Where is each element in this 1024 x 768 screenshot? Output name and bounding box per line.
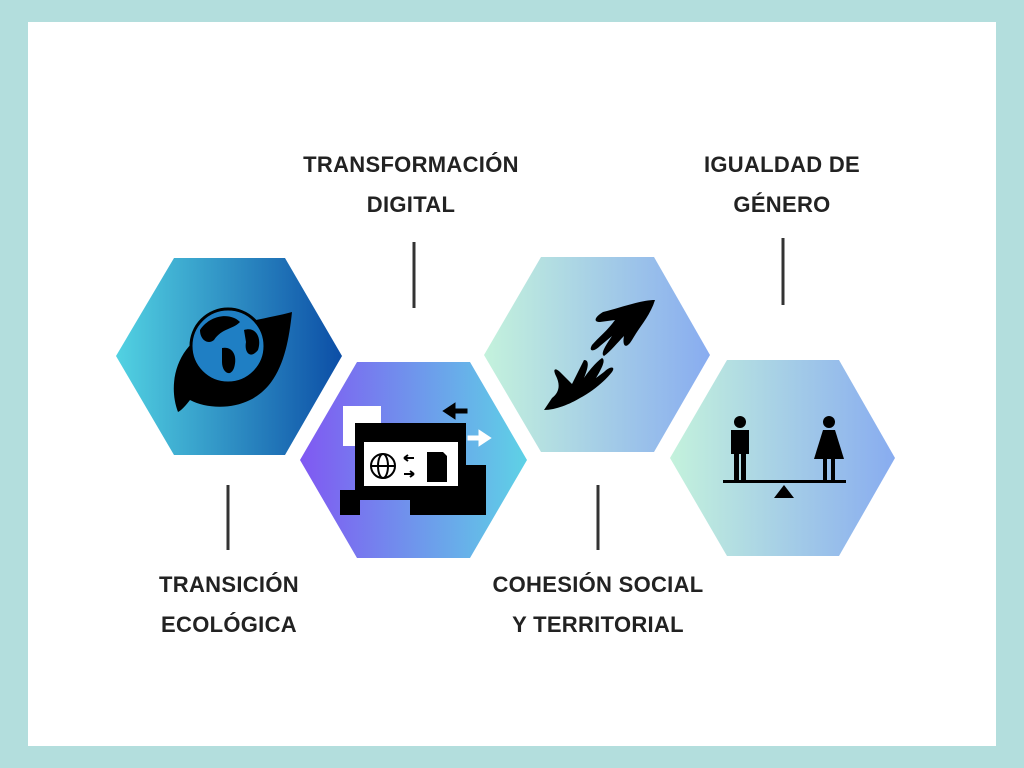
reaching-hands-icon — [544, 300, 655, 410]
label-transformacion-digital: TRANSFORMACIÓN DIGITAL — [261, 145, 561, 225]
label-line: DIGITAL — [366, 192, 456, 217]
label-line: TRANSICIÓN — [159, 572, 299, 597]
label-igualdad-genero: IGUALDAD DE GÉNERO — [632, 145, 932, 225]
hexagon-genero — [670, 360, 895, 556]
label-line: COHESIÓN SOCIAL — [492, 572, 704, 597]
digital-devices-icon — [340, 402, 492, 515]
label-cohesion-social: COHESIÓN SOCIAL Y TERRITORIAL — [448, 565, 748, 645]
label-line: GÉNERO — [733, 192, 831, 217]
label-line: ECOLÓGICA — [161, 612, 297, 637]
label-transicion-ecologica: TRANSICIÓN ECOLÓGICA — [79, 565, 379, 645]
label-line: IGUALDAD DE — [703, 152, 861, 177]
hexagon-cohesion — [484, 257, 710, 452]
label-line: TRANSFORMACIÓN — [303, 152, 519, 177]
globe-leaf-icon — [173, 307, 292, 412]
label-line: Y TERRITORIAL — [512, 612, 684, 637]
gender-balance-icon — [723, 416, 846, 498]
